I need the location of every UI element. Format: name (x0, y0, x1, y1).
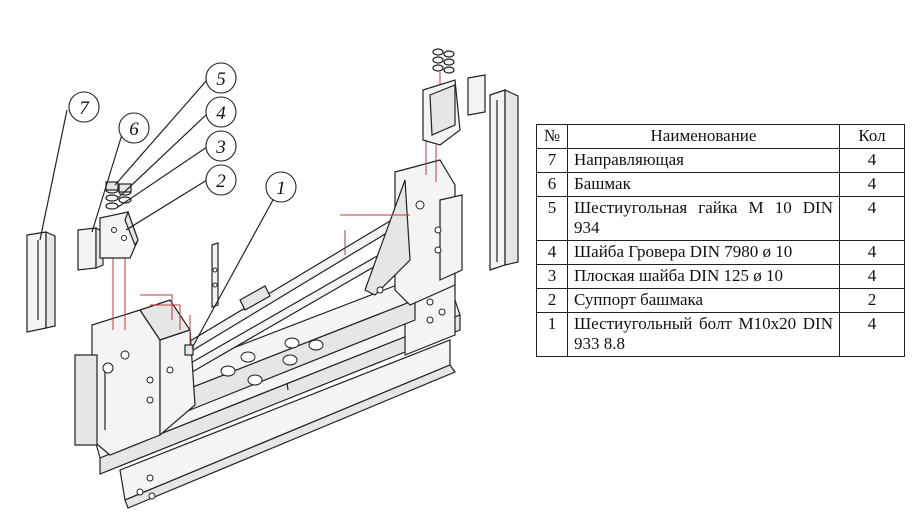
row-name: Плоская шайба DIN 125 ø 10 (567, 264, 840, 289)
table-row: 7 Направляющая 4 (536, 148, 905, 173)
row-num: 4 (536, 240, 568, 265)
center-plate (211, 242, 219, 308)
header-name: Наименование (567, 124, 840, 149)
row-num: 1 (536, 312, 568, 357)
guide-rail-right (489, 89, 519, 271)
shoe-right (467, 74, 486, 116)
callout-1: 1 (265, 171, 297, 203)
row-qty: 4 (839, 196, 905, 241)
fasteners-left (105, 181, 132, 210)
table-row: 6 Башмак 4 (536, 172, 905, 197)
callout-6-label: 6 (129, 119, 139, 140)
row-num: 5 (536, 196, 568, 241)
callout-2: 2 (205, 164, 237, 196)
table-row: 4 Шайба Гровера DIN 7980 ø 10 4 (536, 240, 905, 265)
row-name: Направляющая (567, 148, 840, 173)
table-row: 2 Суппорт башмака 2 (536, 288, 905, 313)
callout-2-label: 2 (216, 171, 226, 192)
parts-table-header: № Наименование Кол (536, 124, 905, 149)
callout-3: 3 (205, 130, 237, 162)
base-beam (94, 281, 461, 509)
row-qty: 4 (839, 312, 905, 357)
callout-7: 7 (68, 91, 100, 123)
callout-1-label: 1 (276, 178, 286, 199)
callout-7-label: 7 (79, 98, 90, 119)
callout-4-label: 4 (216, 103, 226, 124)
table-row: 3 Плоская шайба DIN 125 ø 10 4 (536, 264, 905, 289)
row-num: 2 (536, 288, 568, 313)
row-name: Суппорт башмака (567, 288, 840, 313)
row-num: 7 (536, 148, 568, 173)
row-name: Башмак (567, 172, 840, 197)
row-name: Шестиугольная гайка М 10 DIN 934 (567, 196, 840, 241)
row-qty: 4 (839, 148, 905, 173)
bolt (184, 344, 194, 356)
row-name: Шестиугольный болт М10x20 DIN 933 8.8 (567, 312, 840, 357)
row-qty: 4 (839, 172, 905, 197)
fasteners-right (432, 48, 455, 74)
row-num: 6 (536, 172, 568, 197)
shoe-support-right (422, 79, 461, 146)
header-qty: Кол (839, 124, 905, 149)
shoe-support-left (99, 210, 139, 259)
callout-5-label: 5 (216, 69, 226, 90)
left-bracket (74, 299, 196, 456)
row-name: Шайба Гровера DIN 7980 ø 10 (567, 240, 840, 265)
guide-rail-left (26, 231, 56, 333)
shoe-left (77, 226, 104, 271)
row-qty: 4 (839, 240, 905, 265)
table-row: 5 Шестиугольная гайка М 10 DIN 934 4 (536, 196, 905, 241)
parts-table: № Наименование Кол 7 Направляющая 4 6 Ба… (536, 124, 905, 357)
callout-6: 6 (118, 112, 150, 144)
callout-3-label: 3 (215, 137, 226, 158)
callout-4: 4 (205, 96, 237, 128)
header-num: № (536, 124, 568, 149)
callout-5: 5 (205, 62, 237, 94)
row-qty: 2 (839, 288, 905, 313)
right-bracket (364, 159, 463, 306)
row-num: 3 (536, 264, 568, 289)
table-row: 1 Шестиугольный болт М10x20 DIN 933 8.8 … (536, 312, 905, 357)
row-qty: 4 (839, 264, 905, 289)
exploded-assembly-drawing: 7 6 5 4 3 2 1 (26, 48, 519, 509)
assembly-lines (112, 72, 441, 350)
leader-lines (39, 79, 275, 349)
